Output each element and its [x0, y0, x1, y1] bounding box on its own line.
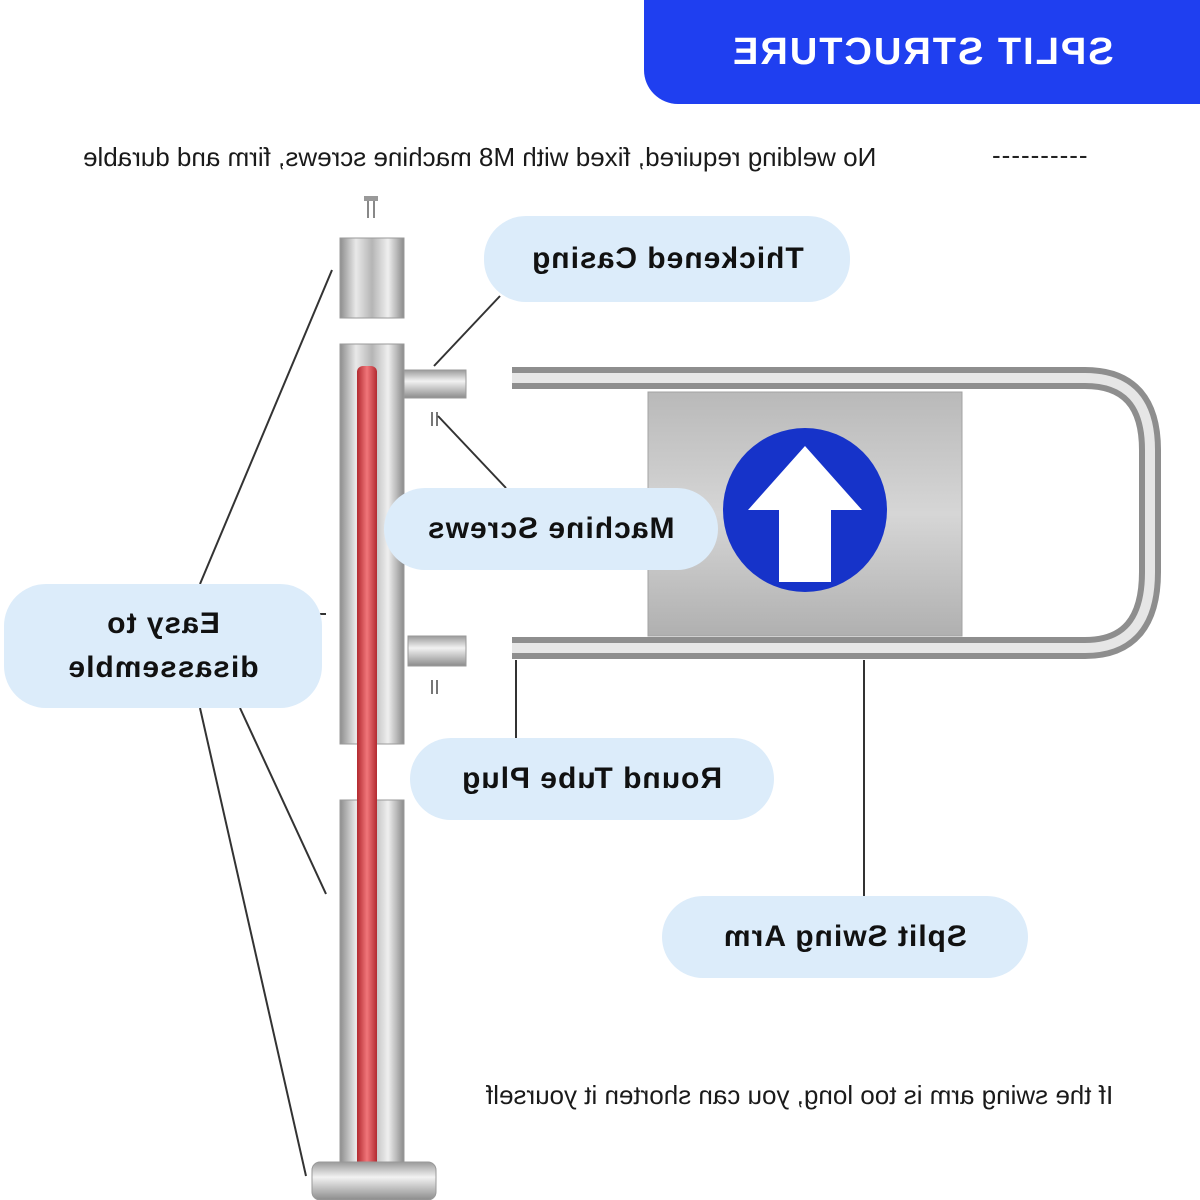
small-screw-lower: [431, 680, 438, 694]
top-caption-dashes: ----------: [992, 140, 1089, 170]
label-thickened-casing: Thickened Casing: [484, 216, 850, 302]
label-split-swing-arm-text: Split Swing Arm: [723, 920, 967, 953]
top-caption: No welding required, fixed with M8 machi…: [0, 142, 960, 173]
bottom-caption-text: If the swing arm is too long, you can sh…: [486, 1080, 1114, 1110]
label-easy-to-disassemble-text: Easy to disassemble: [67, 607, 259, 684]
page-title: SPLIT STRUCTURE: [730, 30, 1114, 73]
top-screw: [364, 196, 378, 218]
label-thickened-casing-text: Thickened Casing: [530, 242, 804, 275]
top-caption-text: No welding required, fixed with M8 machi…: [83, 142, 877, 172]
small-screw-upper: [431, 412, 438, 426]
top-cap: [339, 237, 405, 319]
label-round-tube-plug: Round Tube Plug: [410, 738, 774, 820]
inner-red-rod: [357, 366, 377, 1200]
label-machine-screws-text: Machine Screws: [427, 512, 675, 545]
label-machine-screws: Machine Screws: [384, 488, 718, 570]
upper-connector: [403, 369, 467, 399]
leader-lines: [199, 269, 865, 1177]
arrow-up-circle-icon: [723, 428, 887, 592]
lower-connector: [407, 635, 467, 667]
label-easy-to-disassemble: Easy to disassemble: [4, 584, 322, 708]
label-split-swing-arm: Split Swing Arm: [662, 896, 1028, 978]
title-banner: SPLIT STRUCTURE: [644, 0, 1200, 104]
pole-base: [311, 1161, 437, 1200]
label-round-tube-plug-text: Round Tube Plug: [461, 762, 723, 795]
bottom-caption: If the swing arm is too long, you can sh…: [420, 1080, 1180, 1111]
